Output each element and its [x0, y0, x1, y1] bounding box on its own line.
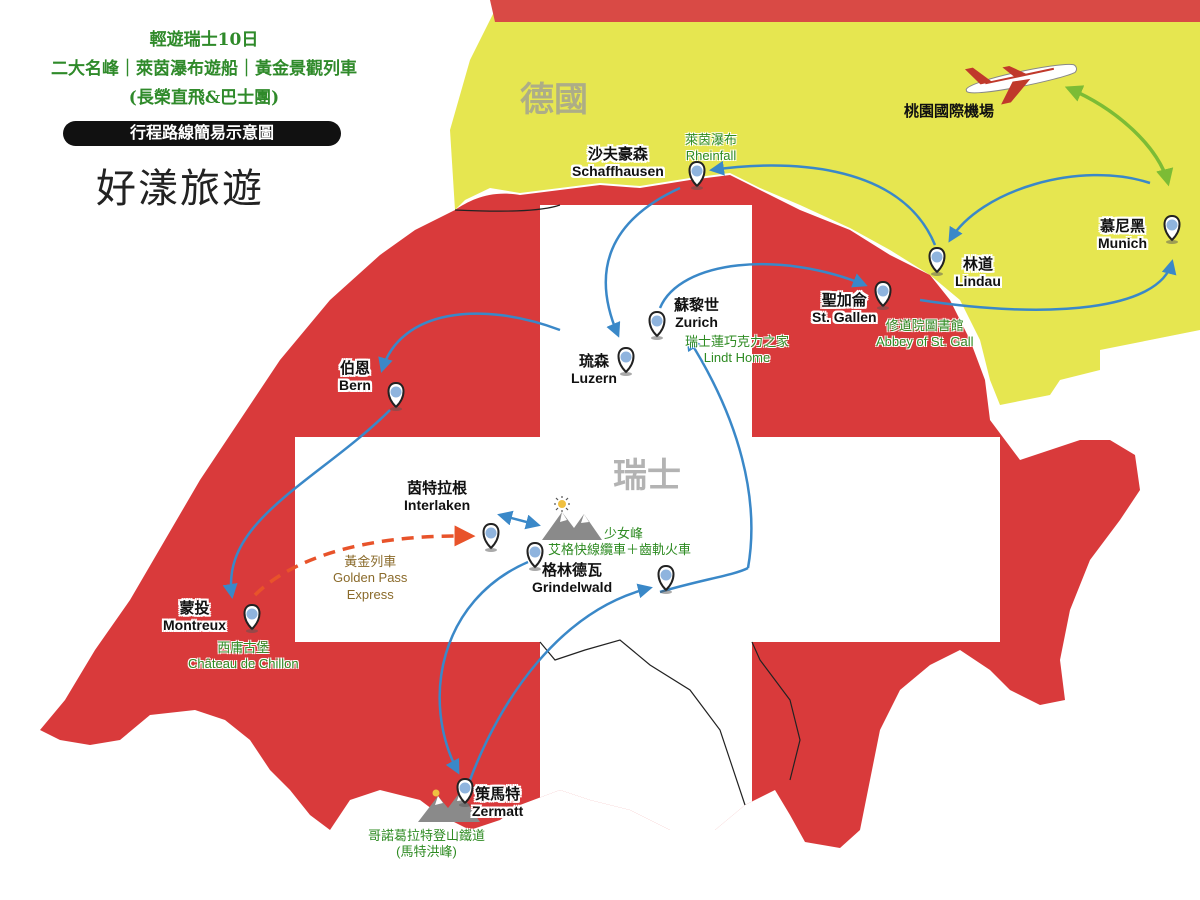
city-zh: 茵特拉根 [407, 480, 468, 497]
austria-strip [490, 0, 1200, 22]
attraction-en: Lindt Home [703, 349, 771, 365]
city-grindelwald: 格林德瓦 Grindelwald [532, 562, 612, 595]
city-montreux: 蒙投 Montreux [163, 600, 226, 633]
subtitle-pill: 行程路線簡易示意圖 [63, 121, 341, 146]
title-line-3: (長榮直飛&巴士團) [128, 88, 280, 108]
mountain-icon [542, 512, 602, 540]
attraction-zh: 少女峰 [604, 526, 644, 541]
city-schaffhausen: 沙夫豪森 Schaffhausen [572, 146, 664, 179]
title-line-2: 二大名峰｜萊茵瀑布遊船｜黃金景觀列車 [51, 59, 357, 79]
city-luzern: 琉森 Luzern [571, 353, 617, 386]
city-zh: 蒙投 [179, 600, 210, 617]
city-zermatt: 策馬特 Zermatt [472, 786, 523, 819]
city-bern: 伯恩 Bern [339, 360, 371, 393]
city-en: Bern [339, 377, 371, 394]
city-en: Interlaken [404, 497, 471, 514]
city-zh: 沙夫豪森 [587, 146, 648, 163]
attraction-zh: 哥諾葛拉特登山鐵道 [368, 828, 486, 843]
airplane-icon [964, 63, 1078, 105]
attraction-zh: 瑞士蓮巧克力之家 [685, 334, 790, 349]
title-block: 輕遊瑞士10日 二大名峰｜萊茵瀑布遊船｜黃金景觀列車 (長榮直飛&巴士團) [0, 26, 408, 113]
attraction-sub: (馬特洪峰) [396, 843, 457, 859]
attraction-en: Château de Chillon [188, 655, 299, 671]
city-en: Zurich [675, 314, 718, 331]
city-en: Grindelwald [532, 579, 613, 596]
attraction-chillon: 西庸古堡 Château de Chillon [188, 640, 299, 671]
attraction-lindt: 瑞士蓮巧克力之家 Lindt Home [685, 334, 789, 365]
attraction-en: Rheinfall [685, 147, 737, 163]
attraction-zh: 修道院圖書館 [885, 318, 964, 333]
attraction-zh: 西庸古堡 [217, 640, 270, 655]
attraction-gornergrat: 哥諾葛拉特登山鐵道 (馬特洪峰) [368, 828, 485, 859]
golden-pass-label: 黃金列車 Golden Pass Express [333, 554, 407, 603]
city-stgallen: 聖加侖 St. Gallen [812, 292, 877, 325]
city-en: St. Gallen [812, 309, 877, 326]
golden-pass-en2: Express [346, 586, 394, 602]
bus-route [222, 160, 1177, 781]
attraction-en: Abbey of St. Gall [876, 333, 974, 349]
city-zh: 伯恩 [339, 360, 370, 377]
city-en: Munich [1098, 235, 1147, 252]
city-en: Montreux [163, 617, 226, 634]
flight-route [1064, 85, 1174, 187]
attraction-zh: 萊茵瀑布 [685, 132, 738, 147]
city-munich: 慕尼黑 Munich [1098, 218, 1147, 251]
sun-icon [554, 496, 570, 512]
city-zh: 琉森 [578, 353, 609, 370]
city-zh: 聖加侖 [821, 292, 867, 309]
city-interlaken: 茵特拉根 Interlaken [404, 480, 470, 513]
country-switzerland: 瑞士 [613, 456, 681, 496]
city-zh: 格林德瓦 [542, 562, 603, 579]
attraction-rheinfall: 萊茵瀑布 Rheinfall [685, 132, 737, 163]
brand-logo: 好漾旅遊 [96, 167, 264, 211]
city-zh: 蘇黎世 [674, 297, 720, 314]
country-germany: 德國 [520, 80, 588, 120]
city-en: Schaffhausen [572, 163, 664, 180]
attraction-jungfrau: 少女峰 艾格快線纜車＋齒軌火車 [548, 526, 691, 557]
city-zh: 策馬特 [475, 786, 521, 803]
golden-pass-route [253, 525, 476, 597]
city-zh: 慕尼黑 [1099, 218, 1145, 235]
germany-area [450, 0, 1200, 405]
sun-icon [432, 789, 440, 797]
attraction-abbey: 修道院圖書館 Abbey of St. Gall [876, 318, 974, 349]
airport-label: 桃園國際機場 [904, 103, 995, 120]
city-en: Zermatt [472, 803, 524, 820]
golden-pass-en1: Golden Pass [333, 570, 408, 586]
city-zurich: 蘇黎世 Zurich [674, 297, 719, 330]
city-en: Lindau [955, 273, 1001, 290]
city-lindau: 林道 Lindau [955, 256, 1001, 289]
attraction-rail: 艾格快線纜車＋齒軌火車 [548, 541, 692, 557]
golden-pass-zh: 黃金列車 [344, 554, 397, 569]
title-line-1: 輕遊瑞士10日 [149, 30, 259, 50]
city-en: Luzern [571, 370, 617, 387]
city-zh: 林道 [962, 256, 993, 273]
